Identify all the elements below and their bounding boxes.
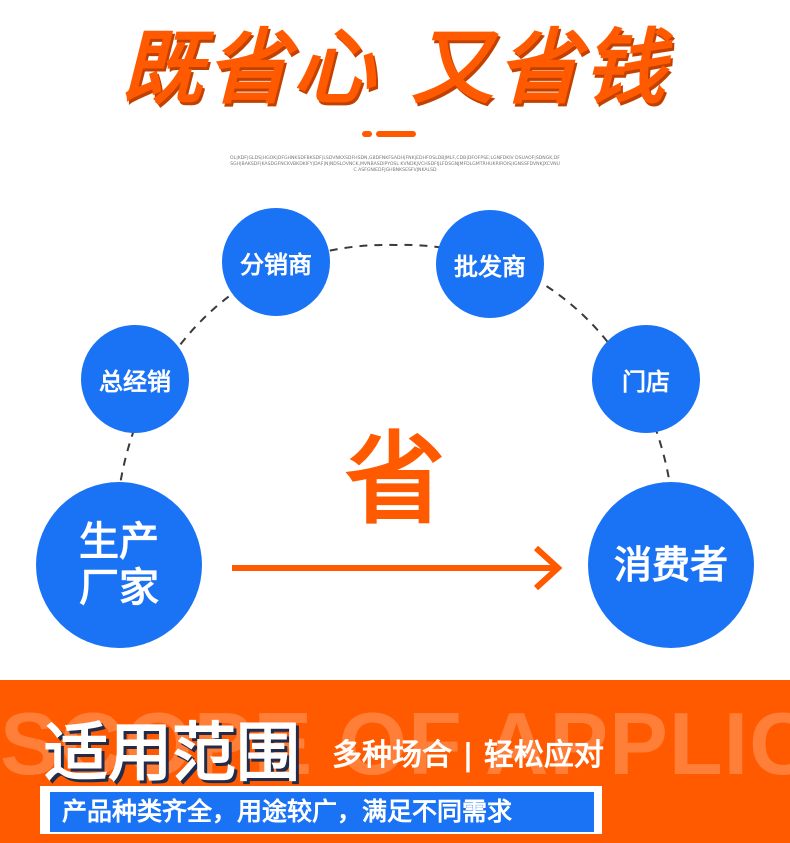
node-consumer: 消费者 [588,482,754,648]
node-store: 门店 [592,325,700,433]
dashed-arc [114,243,676,571]
node-distributor-label: 分销商 [240,250,312,279]
node-wholesaler: 批发商 [436,210,544,318]
arrow-head [533,545,563,591]
divider-dot [362,131,372,137]
hero-title: 既省心 又省钱 [120,21,670,116]
decorative-tiny-text: OL|KDF|GLDS|HGOK|DFGHNKSDFBKSDF|LSDVNKXS… [230,156,560,173]
node-general-distributor-label: 总经销 [99,367,171,396]
node-general-distributor: 总经销 [81,325,189,433]
node-distributor: 分销商 [222,208,330,316]
node-store-label: 门店 [622,367,670,396]
scope-title: 适用范围 [44,717,300,791]
banner-text: 产品种类齐全，用途较广，满足不同需求 [50,792,594,832]
node-manufacturer-label: 生产 厂家 [79,519,159,611]
divider-bar [376,131,416,137]
watermark-text: SCOPE OF APPLICATION [0,694,790,793]
save-character: 省 [345,421,445,538]
scope-subtitle: 多种场合 | 轻松应对 [332,738,604,773]
node-wholesaler-label: 批发商 [454,252,526,281]
direct-arrow [232,545,563,591]
application-scope-band: SCOPE OF APPLICATION 适用范围 多种场合 | 轻松应对 产品… [0,680,790,843]
node-consumer-label: 消费者 [613,543,728,587]
node-manufacturer: 生产 厂家 [36,482,202,648]
title-divider [362,131,420,139]
